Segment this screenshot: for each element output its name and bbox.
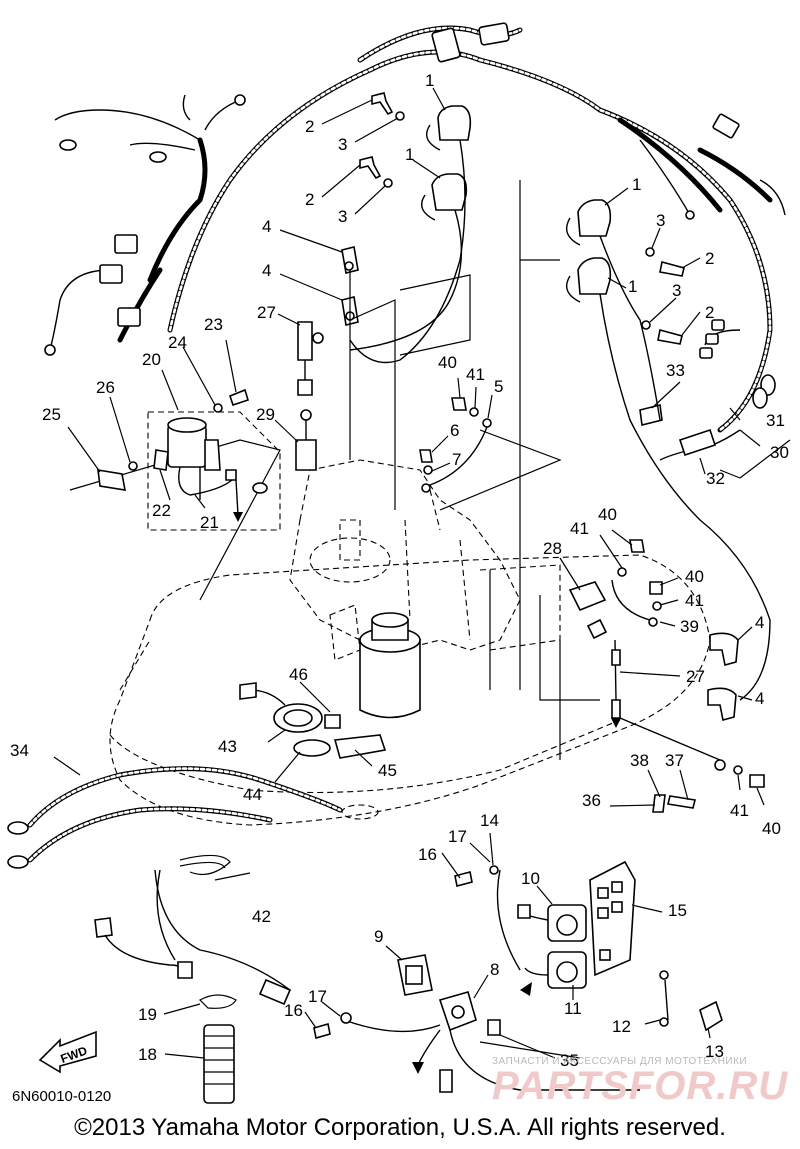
- callout: 31: [766, 411, 785, 430]
- callout: 5: [494, 377, 503, 396]
- callout: 39: [680, 617, 699, 636]
- callout: 35: [560, 1051, 579, 1070]
- callout: 40: [438, 353, 457, 372]
- callout: 1: [425, 71, 434, 90]
- callout: 27: [686, 667, 705, 686]
- callout: 37: [665, 751, 684, 770]
- rectifier-and-relays: [313, 860, 723, 1093]
- starter-motor: [329, 604, 421, 719]
- callout: 40: [685, 567, 704, 586]
- callout: 41: [570, 519, 589, 538]
- main-wiring-harness: [44, 22, 786, 461]
- bottom-cowling-outline: [109, 554, 711, 826]
- callout: 1: [405, 145, 414, 164]
- callout: 22: [152, 501, 171, 520]
- callout: 27: [257, 303, 276, 322]
- callout: 28: [543, 539, 562, 558]
- callout: 41: [730, 801, 749, 820]
- callout: 2: [705, 249, 714, 268]
- callout: 20: [142, 350, 161, 369]
- callout: 2: [705, 303, 714, 322]
- callout: 15: [668, 901, 687, 920]
- callout: 29: [256, 405, 275, 424]
- callout: 3: [338, 135, 347, 154]
- callout: 40: [598, 505, 617, 524]
- ignition-coils: [349, 92, 771, 701]
- callout: 41: [466, 365, 485, 384]
- spring-and-clip: [199, 994, 237, 1104]
- callout: 4: [262, 217, 271, 236]
- callout: 16: [284, 1001, 303, 1020]
- fwd-arrow: FWD: [38, 1030, 97, 1074]
- callout-leaders: [53, 87, 791, 1059]
- misc-leads: [295, 321, 324, 471]
- callout: 30: [770, 443, 789, 462]
- callout: 24: [168, 333, 187, 352]
- callout: 46: [289, 665, 308, 684]
- callout: 2: [305, 190, 314, 209]
- callout: 4: [755, 689, 764, 708]
- callout: 1: [632, 175, 641, 194]
- callout: 34: [10, 741, 29, 760]
- callout: 40: [762, 819, 781, 838]
- callout: 4: [755, 613, 764, 632]
- callout: 10: [521, 869, 540, 888]
- callout: 21: [200, 513, 219, 532]
- watermark-logo: PARTSFOR.RU: [492, 1064, 789, 1108]
- diagram-code: 6N60010-0120: [12, 1088, 112, 1105]
- callout: 32: [706, 469, 725, 488]
- starter-relay-assembly: [97, 388, 281, 531]
- callout: 16: [418, 845, 437, 864]
- callout: 4: [262, 261, 271, 280]
- callout: 25: [42, 405, 61, 424]
- callout: 26: [96, 378, 115, 397]
- callout: 3: [656, 211, 665, 230]
- callout: 6: [450, 421, 459, 440]
- callout: 17: [448, 827, 467, 846]
- callout: 38: [630, 751, 649, 770]
- reference-lines: [69, 180, 600, 760]
- callout: 18: [138, 1045, 157, 1064]
- callout: 1: [628, 277, 637, 296]
- callout: 11: [564, 999, 582, 1018]
- callout: 17: [308, 987, 327, 1006]
- callout: 19: [138, 1005, 157, 1024]
- callout: 8: [490, 960, 499, 979]
- callout-labels: 1 1 1 1 2 2 2 2 3 3 3 3 4 4 4 4 5 6 7 8 …: [10, 71, 789, 1070]
- callout: 23: [204, 315, 223, 334]
- battery-cables: [7, 766, 343, 1006]
- callout: 3: [338, 207, 347, 226]
- callout: 43: [218, 737, 237, 756]
- watermark-caption: ЗАПЧАСТИ И АКСЕССУАРЫ ДЛЯ МОТОТЕХНИКИ: [492, 1056, 748, 1067]
- callout: 45: [378, 761, 397, 780]
- callout: 7: [452, 450, 461, 469]
- callout: 14: [480, 811, 499, 830]
- callout: 44: [243, 785, 262, 804]
- callout: 13: [705, 1042, 724, 1061]
- callout: 41: [685, 591, 704, 610]
- callout: 36: [582, 791, 601, 810]
- callout: 42: [252, 907, 271, 926]
- callout: 9: [374, 927, 383, 946]
- small-hardware: [324, 397, 765, 813]
- callout: 12: [612, 1017, 631, 1036]
- callout: 3: [672, 281, 681, 300]
- callout: 2: [305, 117, 314, 136]
- callout: 33: [666, 361, 685, 380]
- copyright-notice: ©2013 Yamaha Motor Corporation, U.S.A. A…: [74, 1114, 726, 1141]
- trim-sender-parts: [239, 682, 387, 759]
